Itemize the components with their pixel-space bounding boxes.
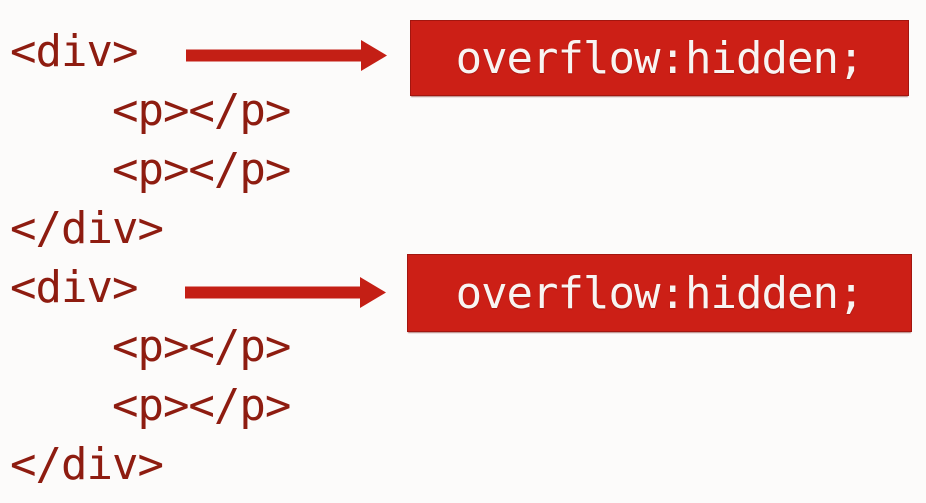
overflow-hidden-box-2: overflow:hidden; [407,254,912,332]
overflow-hidden-label: overflow:hidden; [455,267,865,319]
code-line-p-4: <p></p> [10,380,291,431]
arrow-right-icon [185,277,386,308]
overflow-hidden-label: overflow:hidden; [455,32,865,84]
code-line-div-open-2: <div> [10,262,138,313]
overflow-hidden-box-1: overflow:hidden; [410,20,909,96]
code-line-p-1: <p></p> [10,85,291,136]
code-line-p-3: <p></p> [10,321,291,372]
html-code-snippet: <div> <p></p> <p></p> </div> <div> <p></… [10,22,291,494]
code-line-p-2: <p></p> [10,144,291,195]
code-line-div-open-1: <div> [10,26,138,77]
code-line-div-close-1: </div> [10,203,164,254]
code-line-div-close-2: </div> [10,439,164,490]
arrow-right-icon [186,40,387,71]
